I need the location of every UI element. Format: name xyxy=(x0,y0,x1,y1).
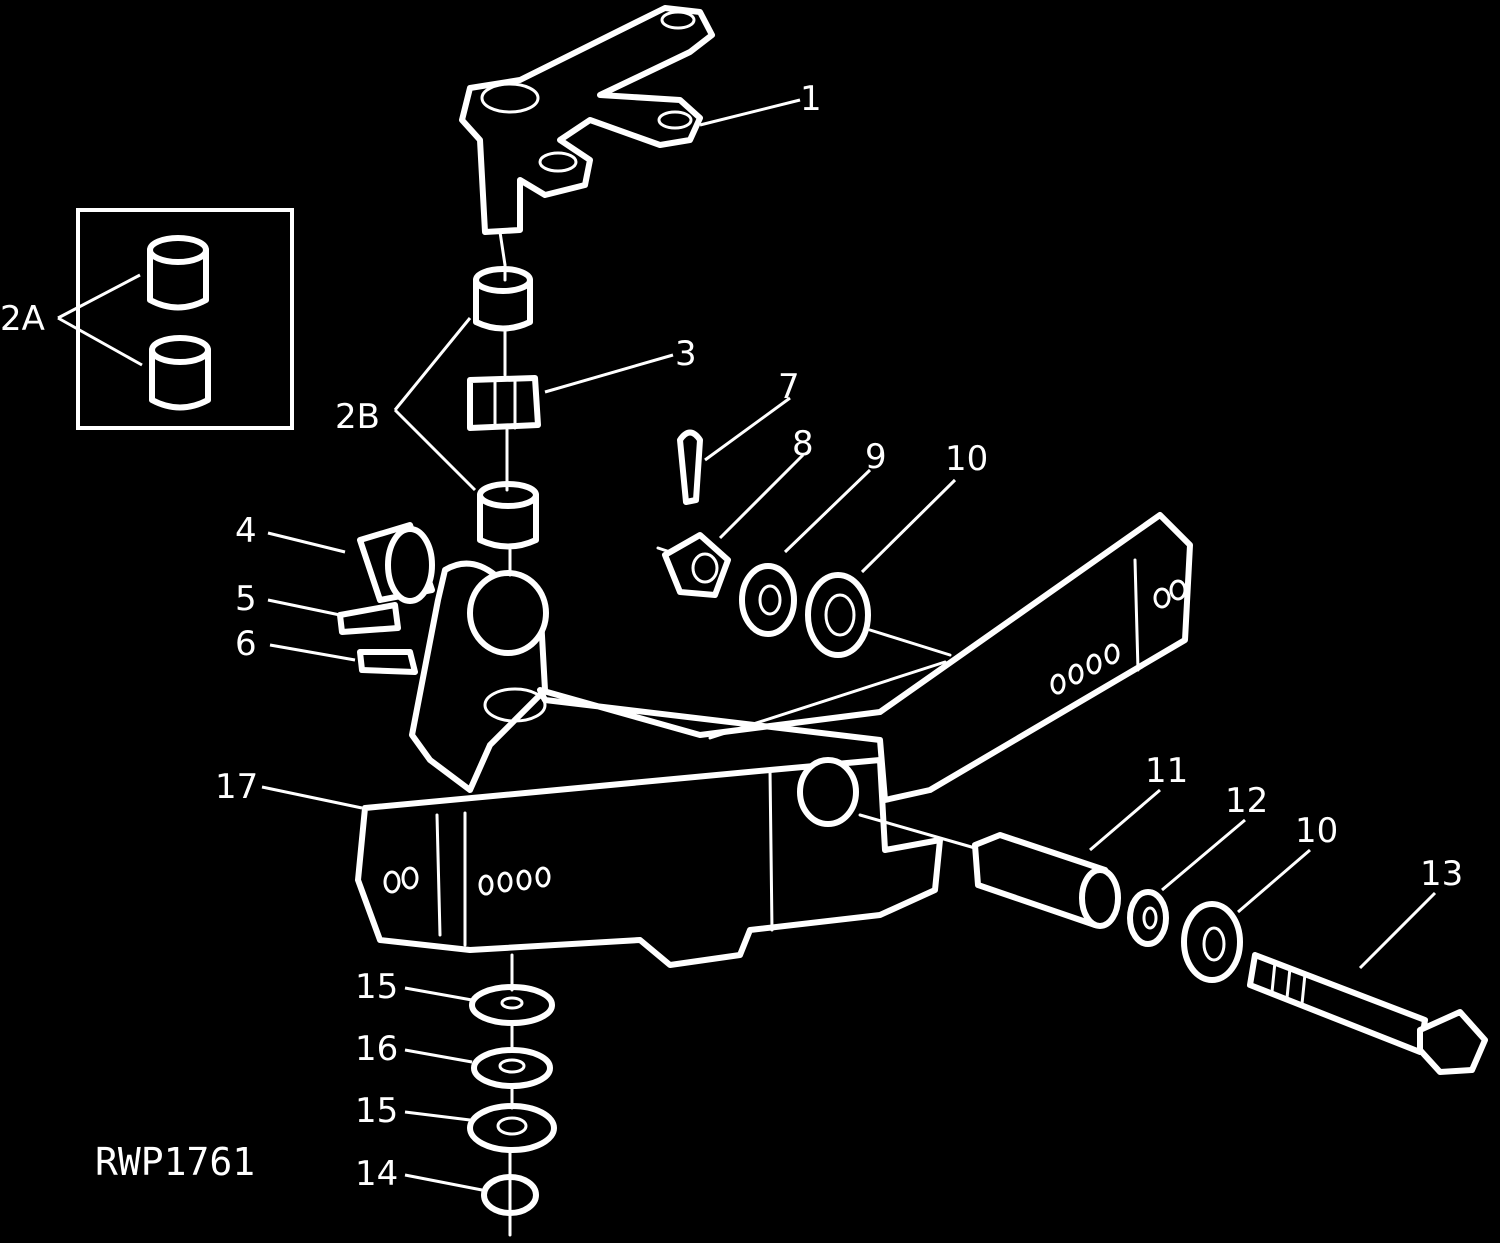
callout-8: 8 xyxy=(792,424,814,464)
leader-lines xyxy=(57,98,1437,1192)
callout-9: 9 xyxy=(865,437,887,477)
inset-box-2a xyxy=(76,208,294,430)
figure-code: RWP1761 xyxy=(95,1140,255,1184)
part-washer-12 xyxy=(1127,889,1169,947)
callout-15-lower: 15 xyxy=(355,1091,398,1131)
part-washer-10-lower xyxy=(1181,901,1243,983)
callout-7: 7 xyxy=(778,367,800,407)
part-fitting-6 xyxy=(357,649,418,675)
callout-2b: 2B xyxy=(335,397,380,437)
part-sleeve-4 xyxy=(357,522,435,604)
part-axle-housing-17 xyxy=(355,512,1193,968)
assembly-axis-lines xyxy=(503,263,977,1237)
part-cotter-pin-7 xyxy=(677,429,703,505)
callout-16: 16 xyxy=(355,1029,398,1069)
part-washer-16 xyxy=(471,1047,553,1089)
callout-3: 3 xyxy=(675,334,697,374)
part-fitting-5 xyxy=(337,602,401,635)
callout-4: 4 xyxy=(235,511,257,551)
part-spacer-3 xyxy=(467,375,541,431)
callout-15-upper: 15 xyxy=(355,967,398,1007)
part-bolt-13 xyxy=(1247,952,1488,1075)
callout-10-lower: 10 xyxy=(1295,811,1338,851)
callout-12: 12 xyxy=(1225,781,1268,821)
callout-2a: 2A xyxy=(0,299,45,339)
callout-10-upper: 10 xyxy=(945,439,988,479)
part-washer-15-upper xyxy=(469,984,555,1026)
part-washer-10-upper xyxy=(805,572,871,658)
callout-14: 14 xyxy=(355,1154,398,1194)
callout-13: 13 xyxy=(1420,854,1463,894)
part-bushings-2b xyxy=(473,266,539,550)
callout-17: 17 xyxy=(215,767,258,807)
part-nut-8 xyxy=(662,532,731,598)
callout-11: 11 xyxy=(1145,751,1188,791)
part-pivot-sleeve-11 xyxy=(972,832,1121,929)
part-steering-arm xyxy=(459,5,715,267)
callout-labels: 1 2A 2B 3 4 5 6 7 8 9 10 11 12 10 13 17 … xyxy=(0,79,1463,1194)
callout-5: 5 xyxy=(235,579,257,619)
part-washer-9 xyxy=(739,563,797,637)
part-washer-15-lower xyxy=(467,1103,557,1153)
callout-6: 6 xyxy=(235,624,257,664)
callout-1: 1 xyxy=(800,79,822,119)
